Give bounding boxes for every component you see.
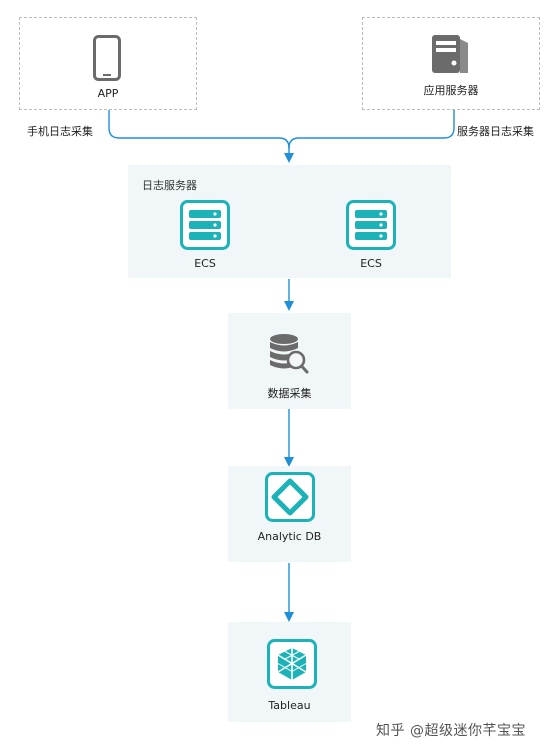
log-server-group: 日志服务器 ECS ECS (128, 165, 451, 278)
ecs-label: ECS (360, 257, 382, 270)
app-server-source-box: 应用服务器 (362, 17, 540, 110)
log-server-title: 日志服务器 (142, 179, 197, 192)
tableau-logo-icon (267, 639, 317, 689)
server-log-collection-caption: 服务器日志采集 (457, 125, 534, 138)
analyticdb-node: Analytic DB (228, 466, 351, 562)
mobile-log-collection-caption: 手机日志采集 (27, 125, 93, 138)
watermark-text: 知乎 @超级迷你芊宝宝 (376, 723, 526, 739)
app-server-label: 应用服务器 (423, 84, 479, 97)
analyticdb-logo-icon (265, 472, 315, 522)
ecs-label: ECS (194, 257, 216, 270)
analyticdb-label: Analytic DB (257, 530, 322, 543)
tableau-label: Tableau (268, 699, 311, 712)
smartphone-icon (93, 35, 121, 81)
app-to-log-connector (108, 110, 290, 149)
database-search-icon (268, 333, 310, 375)
ecs-server-icon (180, 200, 230, 250)
data-collection-label: 数据采集 (267, 387, 312, 400)
server-tower-icon (430, 33, 472, 75)
app-label: APP (97, 87, 119, 100)
data-collection-node: 数据采集 (228, 313, 351, 409)
ecs-server-icon (346, 200, 396, 250)
app-source-box: APP (19, 17, 197, 110)
server-to-log-connector (288, 110, 455, 149)
tableau-node: Tableau (228, 622, 351, 722)
